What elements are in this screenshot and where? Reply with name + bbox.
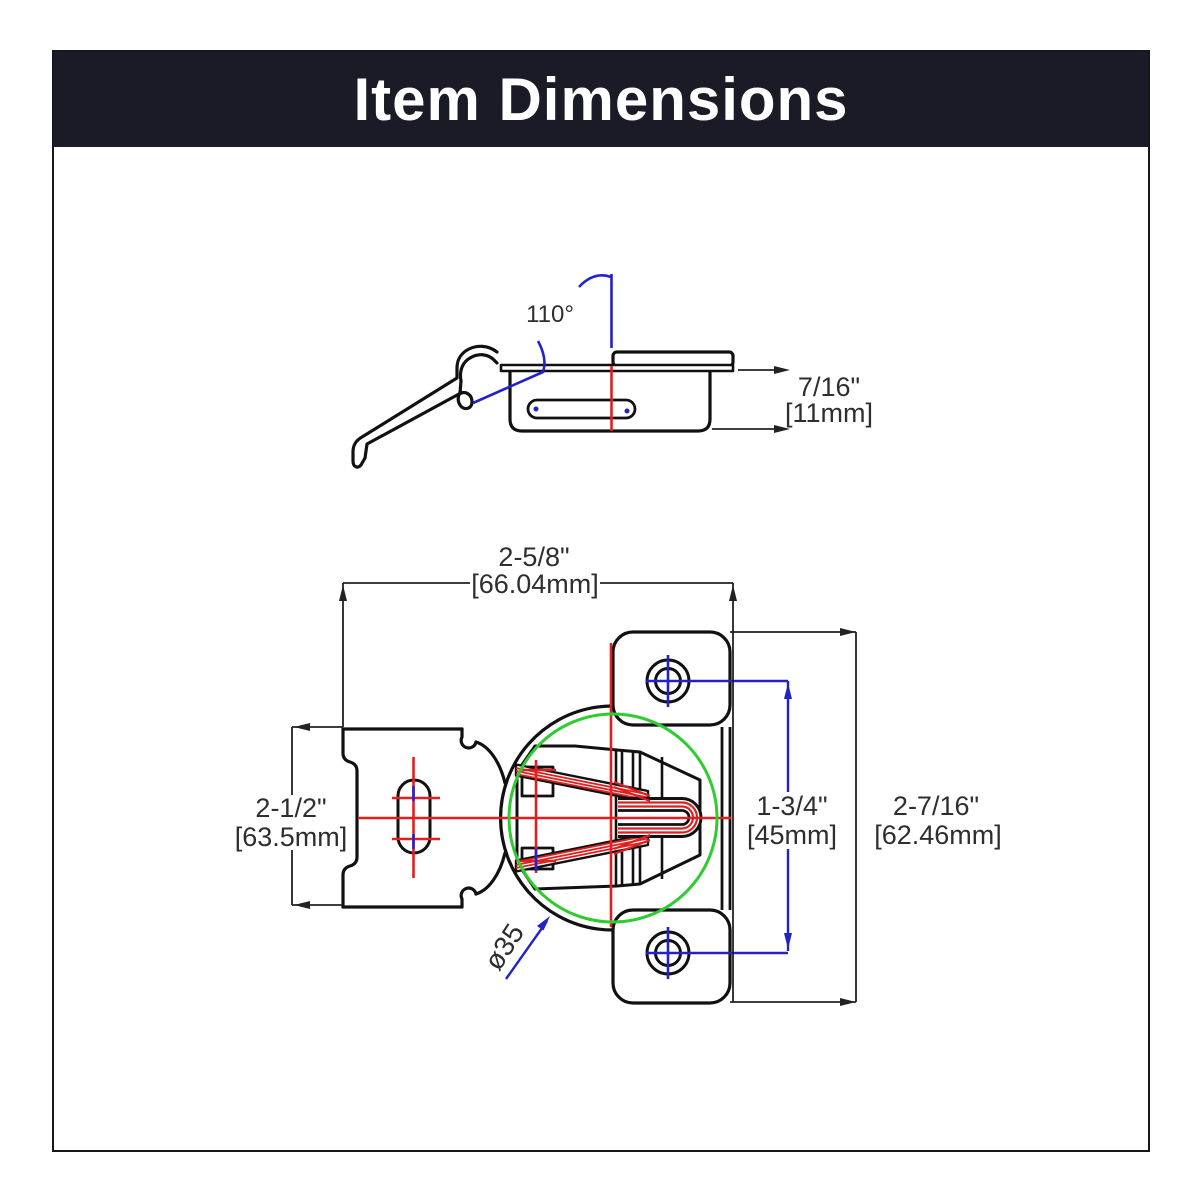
arrowhead-right	[840, 998, 856, 1006]
page-border-frame: Item Dimensions	[52, 50, 1150, 1152]
arrowhead-left	[294, 723, 310, 731]
open-position-line	[472, 340, 546, 405]
arrowhead-left	[294, 901, 310, 909]
hinge-arm-outline	[351, 344, 499, 469]
depth-dimension: 7/16" [11mm]	[712, 366, 873, 433]
plate-height-label-mm: [63.5mm]	[235, 822, 348, 852]
cup-diameter-label: ø35	[478, 918, 530, 975]
dimension-annotations: 2-5/8" [66.04mm] 2-1/2" [63.5mm] 1-3/4" …	[235, 542, 1002, 1006]
screw-crosshairs	[646, 655, 788, 979]
arrowhead-right	[774, 366, 790, 374]
width-label-inches: 2-5/8"	[498, 542, 569, 572]
header-bar: Item Dimensions	[54, 52, 1148, 147]
top-view-drawing	[341, 630, 788, 1005]
angle-label: 110°	[526, 301, 574, 328]
depth-label-inches: 7/16"	[798, 372, 860, 402]
arrowhead-up	[729, 585, 737, 601]
spring-wire-band	[514, 763, 650, 804]
page-title: Item Dimensions	[353, 65, 849, 133]
cup-diameter-circle	[507, 712, 719, 924]
overall-label-inches: 2-7/16"	[893, 791, 979, 821]
cup-diameter-leader	[505, 920, 548, 980]
arrowhead-up	[339, 585, 347, 601]
arrowhead-up-blue	[784, 683, 792, 699]
arrowhead-down-blue	[784, 933, 792, 949]
side-view-mounting-plate-edge	[499, 363, 735, 373]
side-view-drawing: 110° 7/16" [11mm]	[351, 274, 873, 469]
plate-height-label-inches: 2-1/2"	[255, 793, 326, 823]
screw-span-label-mm: [45mm]	[747, 820, 837, 850]
arrowhead-right	[840, 628, 856, 636]
arrowhead-right	[774, 425, 790, 433]
depth-label-mm: [11mm]	[785, 398, 873, 428]
width-label-mm: [66.04mm]	[471, 569, 599, 599]
overall-label-mm: [62.46mm]	[874, 820, 1002, 850]
slot-center-dot	[624, 408, 630, 414]
screw-span-label-inches: 1-3/4"	[756, 791, 827, 821]
side-view-slot	[526, 398, 637, 420]
arrowhead-leader-blue	[537, 916, 550, 931]
angle-arc	[578, 274, 612, 288]
slot-center-dot	[533, 406, 539, 412]
